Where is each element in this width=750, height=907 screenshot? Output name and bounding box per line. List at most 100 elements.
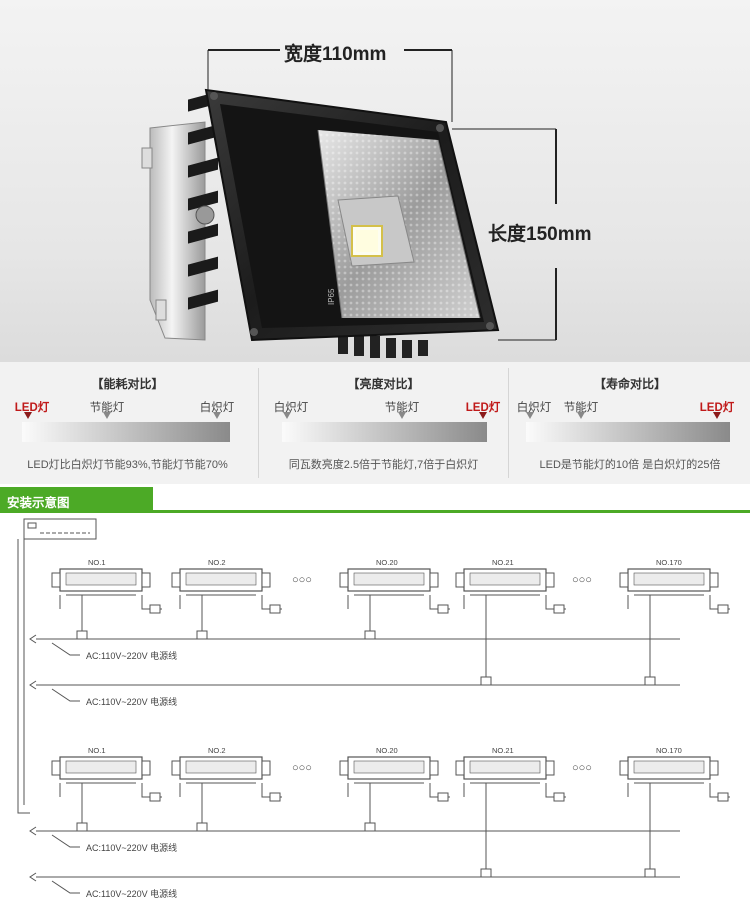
lamp-number-label: NO.21 xyxy=(492,746,514,755)
panel-note: LED灯比白炽灯节能93%,节能灯节能70% xyxy=(27,459,228,471)
connector xyxy=(269,792,281,802)
lamp-lens xyxy=(469,572,541,586)
marker-label: 白炽灯 xyxy=(273,402,309,414)
lifespan-comparison-panel: 【寿命对比】 白炽灯 节能灯 LED灯 LED是节能灯的10倍 是白炽灯的25倍 xyxy=(510,362,750,484)
connector xyxy=(149,604,161,614)
plug-icon xyxy=(29,872,37,882)
lamp-number-label: NO.20 xyxy=(376,746,398,755)
panel-note: 同瓦数亮度2.5倍于节能灯,7倍于白炽灯 xyxy=(288,459,479,471)
tee-connector xyxy=(364,822,376,832)
energy-comparison-panel: 【能耗对比】 LED灯 节能灯 白炽灯 LED灯比白炽灯节能93%,节能灯节能7… xyxy=(0,362,255,484)
lamp-number-label: NO.170 xyxy=(656,746,682,755)
controller-port xyxy=(27,522,37,529)
width-label: 宽度110mm xyxy=(284,44,387,65)
connector xyxy=(149,792,161,802)
lamp-number-label: NO.2 xyxy=(208,558,226,567)
lamp-bracket xyxy=(141,572,151,588)
lamp-bracket xyxy=(141,760,151,776)
lamp-bracket xyxy=(261,572,271,588)
brightness-comparison-panel: 【亮度对比】 白炽灯 节能灯 LED灯 同瓦数亮度2.5倍于节能灯,7倍于白炽灯 xyxy=(260,362,507,484)
connector xyxy=(553,604,565,614)
marker-arrow-icon xyxy=(103,412,111,419)
lamp-bracket xyxy=(545,760,555,776)
plug-icon xyxy=(29,634,37,644)
lamp-bracket xyxy=(429,572,439,588)
power-line-label: AC:110V~220V 电源线 xyxy=(86,888,177,899)
power-line-label: AC:110V~220V 电源线 xyxy=(86,842,177,853)
lamp-bracket xyxy=(171,572,181,588)
lamp-lens xyxy=(185,760,257,774)
install-header-line xyxy=(153,510,750,513)
connector xyxy=(553,792,565,802)
leader-line xyxy=(51,688,80,702)
marker-arrow-icon xyxy=(577,412,585,419)
lamp-bracket xyxy=(171,760,181,776)
lamp-ellipsis: ○○○ xyxy=(292,574,312,586)
tee-connector xyxy=(644,676,656,686)
lamp-bracket xyxy=(51,572,61,588)
divider xyxy=(508,368,509,478)
controller-box xyxy=(23,518,97,540)
tee-connector xyxy=(364,630,376,640)
marker-label: 白炽灯 xyxy=(516,402,552,414)
marker-arrow-icon xyxy=(283,412,291,419)
lamp-number-label: NO.170 xyxy=(656,558,682,567)
plug-icon xyxy=(29,680,37,690)
lamp-ellipsis: ○○○ xyxy=(572,762,592,774)
tee-connector xyxy=(196,630,208,640)
connector xyxy=(269,604,281,614)
ip65-label: IP65 xyxy=(327,288,336,305)
connector xyxy=(437,604,449,614)
lamp-number-label: NO.1 xyxy=(88,746,106,755)
leader-line xyxy=(51,642,80,656)
marker-arrow-icon xyxy=(526,412,534,419)
marker-label: 节能灯 xyxy=(89,402,125,414)
tee-connector xyxy=(480,868,492,878)
lamp-ellipsis: ○○○ xyxy=(292,762,312,774)
lamp-bracket xyxy=(545,572,555,588)
lamp-bracket xyxy=(619,760,629,776)
marker-label: 节能灯 xyxy=(384,402,420,414)
lamp-bracket xyxy=(261,760,271,776)
comparison-strip: 【能耗对比】 LED灯 节能灯 白炽灯 LED灯比白炽灯节能93%,节能灯节能7… xyxy=(0,362,750,484)
panel-note: LED是节能灯的10倍 是白炽灯的25倍 xyxy=(539,459,721,471)
lamp-lens xyxy=(633,572,705,586)
product-hero: IP65 宽度110mm 长度150mm xyxy=(0,0,750,362)
tee-connector xyxy=(480,676,492,686)
lamp-bracket xyxy=(709,760,719,776)
marker-label: 节能灯 xyxy=(563,402,599,414)
lamp-number-label: NO.21 xyxy=(492,558,514,567)
floodlight-illustration: IP65 xyxy=(141,49,557,358)
tee-connector xyxy=(76,822,88,832)
lamp-lens xyxy=(185,572,257,586)
tee-connector xyxy=(76,630,88,640)
lamp-bracket xyxy=(429,760,439,776)
lamp-bracket xyxy=(455,760,465,776)
connector xyxy=(717,792,729,802)
lamp-lens xyxy=(353,760,425,774)
power-line-label: AC:110V~220V 电源线 xyxy=(86,696,177,707)
lamp-ellipsis: ○○○ xyxy=(572,574,592,586)
marker-arrow-icon xyxy=(479,412,487,419)
marker-label: LED灯 xyxy=(14,402,50,414)
gradient-bar xyxy=(282,422,487,442)
lamp-number-label: NO.1 xyxy=(88,558,106,567)
panel-title: 【寿命对比】 xyxy=(593,377,666,391)
lamp-lens xyxy=(353,572,425,586)
lamp-lens xyxy=(65,572,137,586)
marker-label: LED灯 xyxy=(699,402,735,414)
panel-title: 【能耗对比】 xyxy=(91,377,164,391)
connector xyxy=(717,604,729,614)
marker-arrow-icon xyxy=(24,412,32,419)
lamp-bracket xyxy=(619,572,629,588)
install-title: 安装示意图 xyxy=(7,496,70,510)
power-line-label: AC:110V~220V 电源线 xyxy=(86,650,177,661)
length-label: 长度150mm xyxy=(488,224,592,245)
lamp-bracket xyxy=(455,572,465,588)
install-section-header: 安装示意图 xyxy=(0,487,750,513)
lamp-bracket xyxy=(709,572,719,588)
divider xyxy=(258,368,259,478)
connector xyxy=(437,792,449,802)
marker-label: 白炽灯 xyxy=(199,402,235,414)
